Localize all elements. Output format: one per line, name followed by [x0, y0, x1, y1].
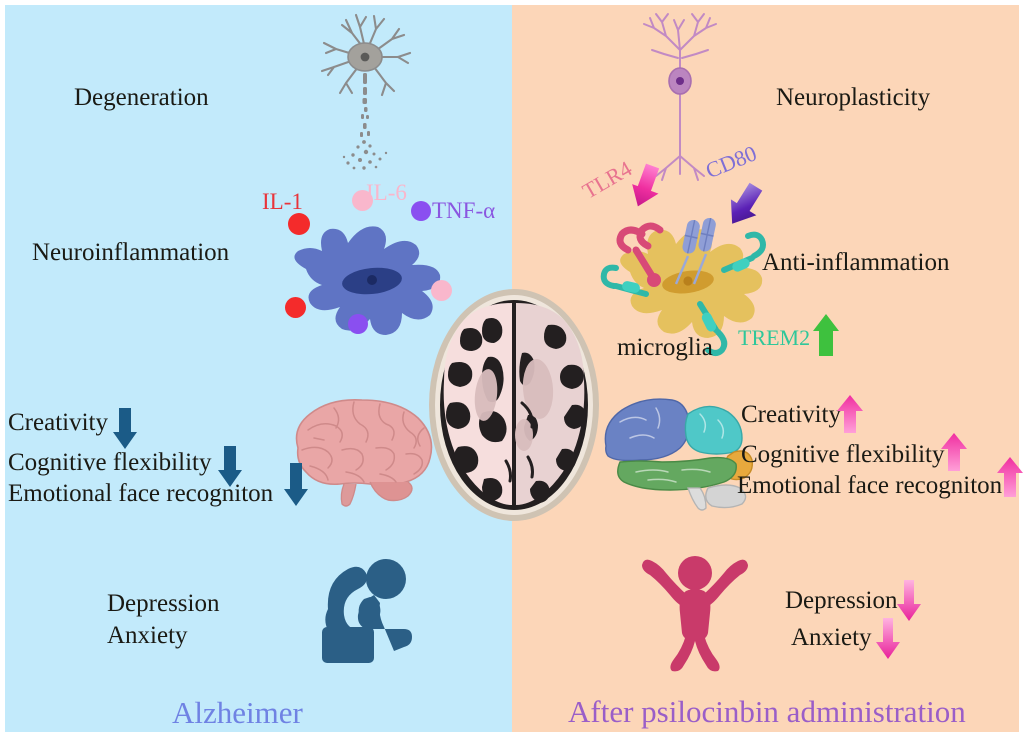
- label-il1: IL-1: [262, 189, 303, 214]
- down-arrow-icon: [726, 182, 764, 232]
- brain-axial-mri-slice-icon: [424, 285, 604, 525]
- degenerating-neuron-icon: [300, 5, 430, 185]
- panel-title-after-psilocybin: After psilocinbin administration: [568, 694, 966, 729]
- panel-alzheimer: [5, 5, 512, 732]
- lobed-brain-lateral-icon: [596, 390, 766, 511]
- atrophic-brain-lateral-icon: [284, 392, 444, 510]
- activated-microglia-icon: [266, 205, 496, 345]
- cytokine-dot-il1: [285, 297, 306, 318]
- symptom-anxiety-right: Anxiety: [791, 624, 872, 651]
- healthy-pyramidal-neuron-icon: [620, 8, 740, 186]
- cytokine-dot-tnf: [348, 314, 368, 334]
- outcome-emotional-face-recognition-left: Emotional face recogniton: [8, 480, 274, 507]
- celebrating-person-icon: [640, 553, 750, 673]
- cytokine-dot-tnf: [411, 201, 431, 221]
- label-tnf-alpha: TNF-α: [432, 198, 496, 223]
- up-arrow-icon: [836, 394, 864, 434]
- outcome-emotional-face-recognition-right: Emotional face recogniton: [737, 472, 1003, 499]
- symptom-anxiety-left: Anxiety: [107, 622, 188, 649]
- depressed-person-icon: [308, 555, 416, 665]
- cytokine-dot-il6: [431, 280, 452, 301]
- down-arrow-icon: [875, 618, 901, 660]
- outcome-cognitive-flexibility-right: Cognitive flexibility: [741, 441, 945, 468]
- up-arrow-icon: [940, 432, 968, 472]
- up-arrow-icon: [812, 313, 840, 357]
- symptom-depression-right: Depression: [785, 587, 898, 614]
- label-il6: IL-6: [366, 180, 407, 205]
- down-arrow-icon: [112, 408, 138, 450]
- symptom-depression-left: Depression: [107, 590, 220, 617]
- outcome-creativity-right: Creativity: [741, 401, 841, 428]
- down-arrow-icon: [283, 463, 309, 507]
- label-neuroplasticity: Neuroplasticity: [776, 84, 931, 111]
- up-arrow-icon: [996, 456, 1024, 498]
- label-neuroinflammation: Neuroinflammation: [32, 239, 230, 266]
- down-arrow-icon: [629, 163, 663, 211]
- outcome-cognitive-flexibility-left: Cognitive flexibility: [8, 449, 212, 476]
- panel-title-alzheimer: Alzheimer: [172, 695, 303, 730]
- label-anti-inflammation: Anti-inflammation: [762, 249, 950, 276]
- cytokine-dot-il6: [352, 190, 373, 211]
- down-arrow-icon: [896, 580, 922, 622]
- panel-after-psilocybin: [512, 5, 1019, 732]
- cytokine-dot-il1: [288, 213, 310, 235]
- outcome-creativity-left: Creativity: [8, 409, 108, 436]
- label-trem2: TREM2: [738, 325, 811, 350]
- down-arrow-icon: [217, 446, 243, 488]
- label-degeneration: Degeneration: [74, 84, 209, 111]
- label-microglia: microglia: [617, 334, 713, 361]
- resting-microglia-icon: [596, 200, 786, 360]
